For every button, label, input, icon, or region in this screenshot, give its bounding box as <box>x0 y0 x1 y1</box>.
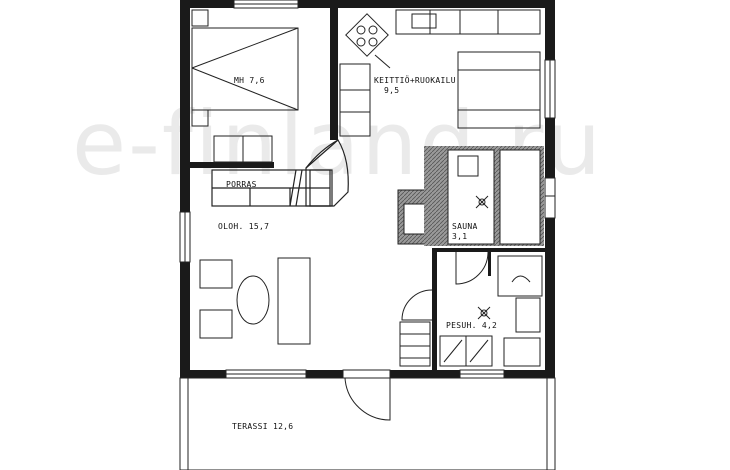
room-label-keittio: KEITTIÖ+RUOKAILU 9,5 <box>374 76 456 96</box>
doors <box>342 251 489 421</box>
room-name: OLOH. <box>218 222 244 231</box>
room-label-sauna: SAUNA 3,1 <box>452 222 478 242</box>
bath-fixtures <box>439 255 543 367</box>
kitchen-counter <box>339 9 541 137</box>
room-name: MH <box>234 76 245 85</box>
room-area: 4,2 <box>481 321 498 330</box>
room-label-porras: PORRAS <box>226 180 257 190</box>
living-furniture <box>199 257 311 345</box>
room-name: SAUNA <box>452 222 478 231</box>
room-area: 12,6 <box>272 422 294 431</box>
windows <box>179 0 556 379</box>
floor-drain <box>477 306 491 320</box>
interior-walls <box>190 8 545 370</box>
room-label-pesuhuone: PESUH. 4,2 <box>446 321 497 331</box>
room-area: 15,7 <box>248 222 270 231</box>
dining-set <box>457 51 541 129</box>
room-label-mh: MH 7,6 <box>234 76 265 86</box>
room-label-terassi: TERASSI 12,6 <box>232 422 293 432</box>
stove <box>345 13 391 69</box>
terrace <box>179 377 556 470</box>
room-name: KEITTIÖ+RUOKAILU <box>374 76 456 85</box>
room-area: 9,5 <box>384 86 400 95</box>
room-label-olohuone: OLOH. 15,7 <box>218 222 269 232</box>
room-name: TERASSI <box>232 422 268 431</box>
fireplace <box>397 146 544 246</box>
room-name: PORRAS <box>226 180 257 189</box>
room-area: 3,1 <box>452 232 468 241</box>
wardrobe <box>213 135 273 163</box>
room-name: PESUH. <box>446 321 477 330</box>
bed <box>191 9 299 127</box>
stair <box>211 139 349 207</box>
room-area: 7,6 <box>249 76 265 85</box>
sauna-heater <box>475 195 489 209</box>
